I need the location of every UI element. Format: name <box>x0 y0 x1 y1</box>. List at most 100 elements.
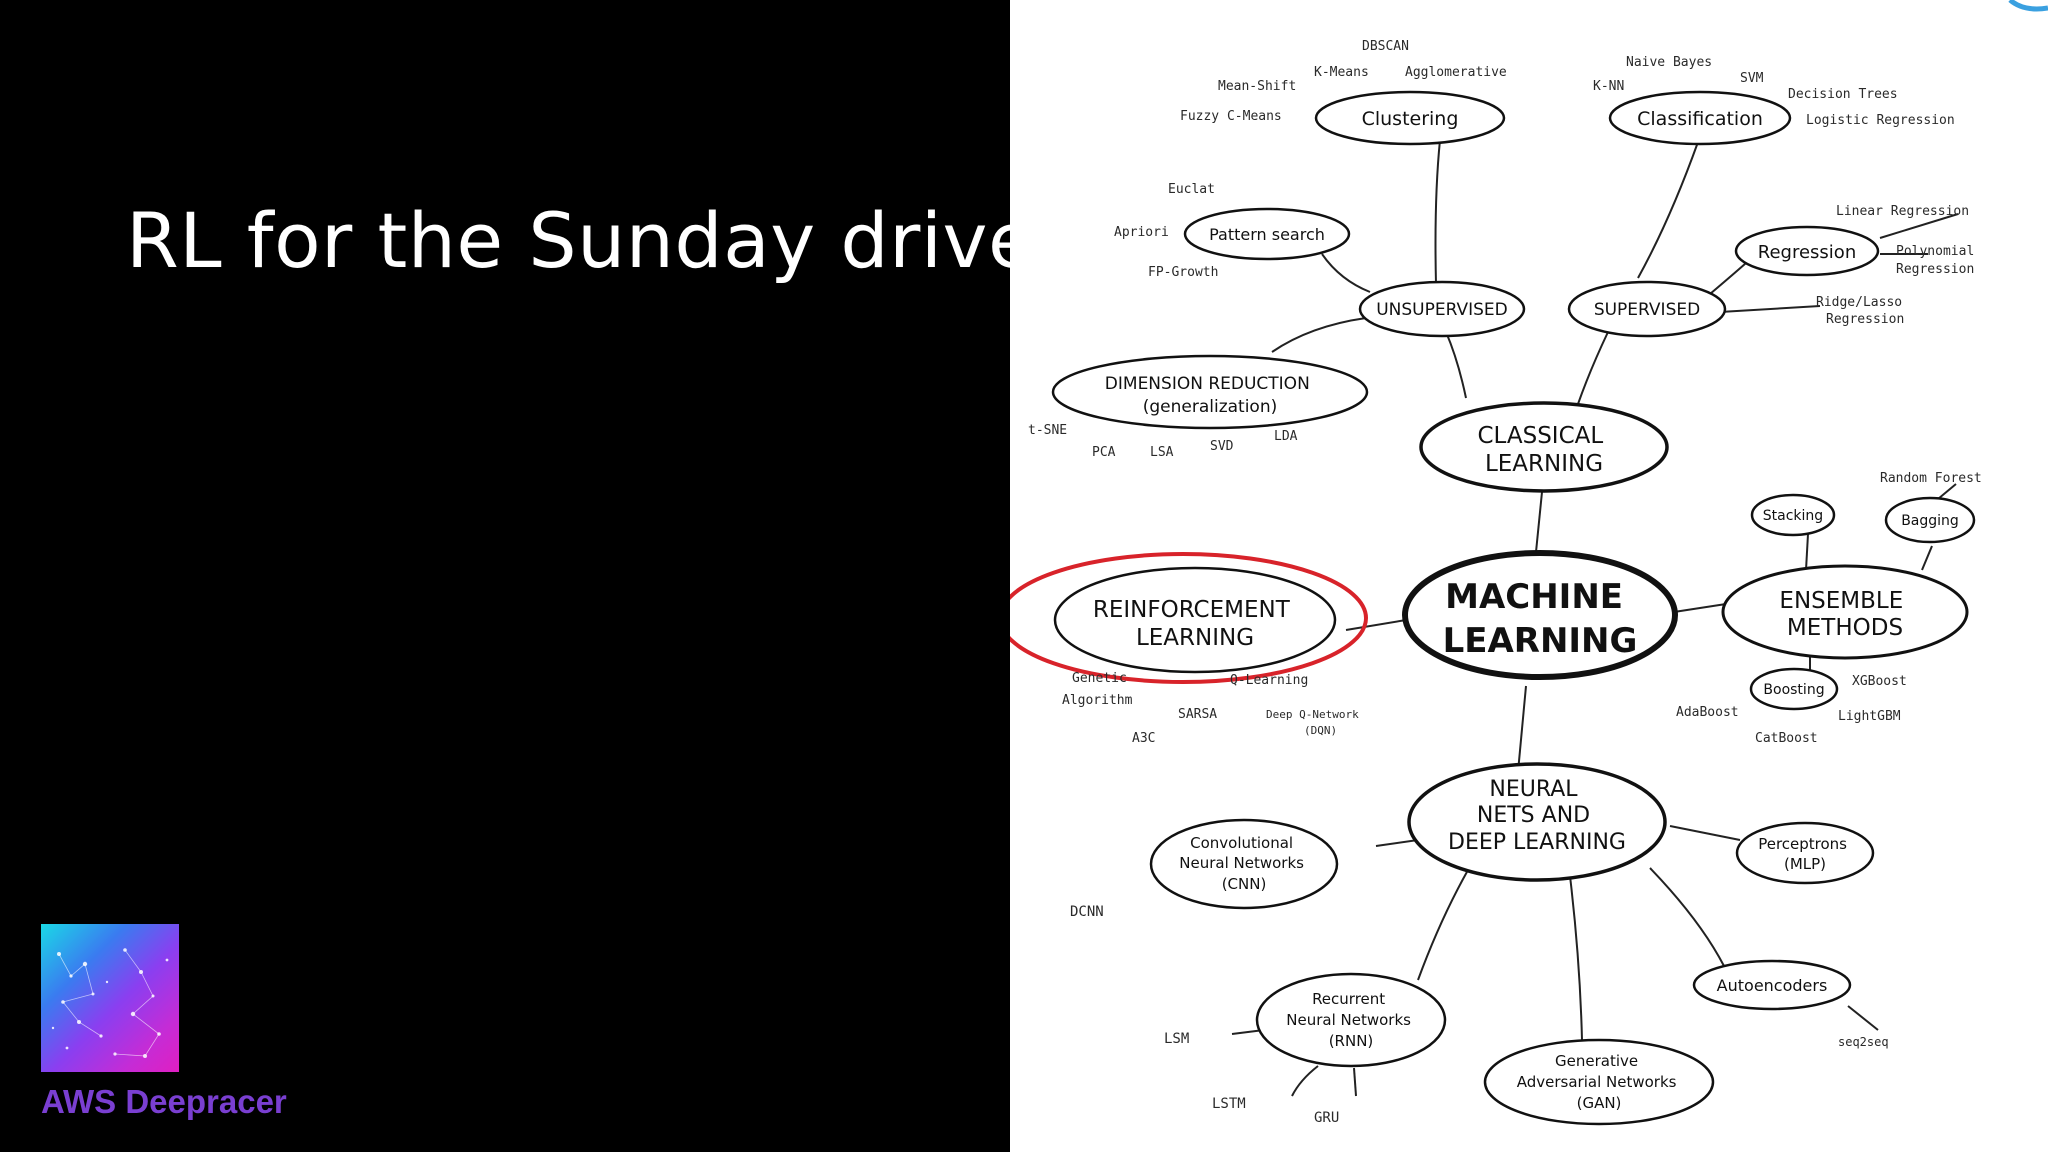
node-cnn-shape <box>1149 818 1339 910</box>
node-gan-shape <box>1483 1038 1715 1126</box>
connector-classical-unsup <box>1445 331 1467 399</box>
node-regression-shape <box>1734 225 1880 277</box>
label-apriori: Apriori <box>1114 225 1169 240</box>
node-supervised: SUPERVISED <box>1594 300 1700 320</box>
connector-ml-ensemble <box>1673 603 1727 613</box>
node-clustering-shape <box>1314 90 1506 146</box>
node-dimred-shape <box>1051 354 1369 430</box>
label-genetic1: Genetic <box>1072 671 1127 686</box>
node-unsupervised: UNSUPERVISED <box>1376 300 1508 320</box>
connector-regression-linreg <box>1879 213 1959 239</box>
label-dcnn: DCNN <box>1070 904 1104 920</box>
corner-mark <box>2008 0 2048 12</box>
label-genetic2: Algorithm <box>1062 693 1133 708</box>
node-pattern: Pattern search <box>1209 225 1325 244</box>
label-adaboost: AdaBoost <box>1676 705 1739 720</box>
label-kmeans: K-Means <box>1314 65 1369 80</box>
node-autoencoders-shape <box>1692 959 1852 1011</box>
label-eclat: Euclat <box>1168 182 1215 197</box>
label-lda: LDA <box>1274 429 1298 444</box>
node-nn: NEURAL NETS AND DEEP LEARNING <box>1448 777 1626 855</box>
node-boosting: Boosting <box>1763 682 1824 698</box>
deepracer-logo <box>41 924 179 1072</box>
node-autoencoders: Autoencoders <box>1717 976 1828 995</box>
connector-nn-auto <box>1649 867 1725 967</box>
label-knn: K-NN <box>1593 79 1624 94</box>
node-regression: Regression <box>1758 242 1856 263</box>
label-seq2seq: seq2seq <box>1838 1035 1889 1049</box>
node-ml-shape <box>1402 550 1678 680</box>
connector-unsup-dimred <box>1271 317 1367 353</box>
label-fuzzy: Fuzzy C-Means <box>1180 109 1282 124</box>
label-polyreg1: Polynomial <box>1896 244 1974 259</box>
connector-nn-perceptrons <box>1669 825 1741 841</box>
node-classification-shape <box>1608 90 1792 146</box>
label-tsne: t-SNE <box>1028 423 1067 438</box>
label-a3c: A3C <box>1132 731 1155 746</box>
label-xgboost: XGBoost <box>1852 674 1907 689</box>
left-panel: RL for the Sunday driver AWS Deepracer <box>0 0 1066 1152</box>
node-gan: Generative Adversarial Networks (GAN) <box>1517 1052 1682 1112</box>
connector-rnn-lstm <box>1291 1065 1319 1097</box>
connector-auto-seq2seq <box>1847 1005 1879 1031</box>
node-perceptrons-shape <box>1735 821 1875 885</box>
label-linreg: Linear Regression <box>1836 204 1969 219</box>
node-ensemble-shape <box>1721 564 1969 660</box>
connector-nn-gan <box>1569 875 1583 1041</box>
node-rnn: Recurrent Neural Networks (RNN) <box>1286 990 1415 1050</box>
node-rl: REINFORCEMENT LEARNING <box>1093 597 1297 651</box>
node-stacking-shape <box>1750 493 1836 537</box>
label-qlearning: Q-Learning <box>1230 673 1308 688</box>
connector-sup-ridge <box>1719 305 1821 313</box>
node-bagging: Bagging <box>1901 513 1959 529</box>
label-lightgbm: LightGBM <box>1838 709 1901 724</box>
node-classical: CLASSICAL LEARNING <box>1477 423 1610 477</box>
label-ridge2: Regression <box>1826 312 1904 327</box>
mindmap-panel: MACHINE LEARNING CLASSICAL LEARNING UNSU… <box>1010 0 2048 1152</box>
node-rl-shape <box>1053 566 1337 674</box>
label-dqn2: (DQN) <box>1304 724 1337 737</box>
label-agglomerative: Agglomerative <box>1405 65 1507 80</box>
node-clustering: Clustering <box>1362 108 1459 130</box>
slide-title: RL for the Sunday driver <box>126 196 1067 285</box>
algorithm-labels: DBSCAN K-Means Agglomerative Mean-Shift … <box>1028 39 1982 1126</box>
logo-label: AWS Deepracer <box>41 1083 287 1120</box>
label-polyreg2: Regression <box>1896 262 1974 277</box>
mindmap-diagram: MACHINE LEARNING CLASSICAL LEARNING UNSU… <box>1010 0 2048 1126</box>
label-lstm: LSTM <box>1212 1096 1246 1112</box>
label-dbscan: DBSCAN <box>1362 39 1409 54</box>
label-catboost: CatBoost <box>1755 731 1818 746</box>
connector-unsup-pattern <box>1321 253 1371 293</box>
label-rforest: Random Forest <box>1880 471 1982 486</box>
connector-ml-nn <box>1517 685 1527 773</box>
node-cnn: Convolutional Neural Networks (CNN) <box>1179 834 1308 893</box>
connector-ml-rl <box>1345 619 1407 631</box>
connector-sup-classification <box>1637 141 1699 279</box>
connector-ml-classical <box>1535 491 1543 553</box>
label-dtrees: Decision Trees <box>1788 87 1898 102</box>
connector-ensemble-stacking <box>1805 533 1809 571</box>
label-meanshift: Mean-Shift <box>1218 79 1296 94</box>
node-classification: Classification <box>1637 108 1763 130</box>
node-boosting-shape <box>1749 667 1839 711</box>
label-naive: Naive Bayes <box>1626 55 1712 70</box>
node-bagging-shape <box>1884 496 1976 544</box>
node-unsup-shape <box>1358 280 1526 338</box>
label-logreg: Logistic Regression <box>1806 113 1955 128</box>
node-stacking: Stacking <box>1763 508 1823 524</box>
node-rnn-shape <box>1255 972 1447 1068</box>
label-dqn1: Deep Q-Network <box>1266 708 1359 721</box>
node-sup-shape <box>1567 280 1727 338</box>
node-nn-shape <box>1407 762 1667 882</box>
node-ensemble: ENSEMBLE METHODS <box>1779 588 1910 641</box>
connector-nn-rnn <box>1417 869 1469 981</box>
connector-rnn-gru <box>1353 1067 1357 1097</box>
label-lsa: LSA <box>1150 445 1174 460</box>
node-ml: MACHINE LEARNING <box>1443 577 1638 661</box>
label-svm: SVM <box>1740 71 1764 86</box>
label-lsm: LSM <box>1164 1031 1189 1047</box>
label-gru: GRU <box>1314 1110 1339 1126</box>
connector-unsup-clustering <box>1434 139 1441 285</box>
label-svd: SVD <box>1210 439 1234 454</box>
node-pattern-shape <box>1183 207 1351 261</box>
